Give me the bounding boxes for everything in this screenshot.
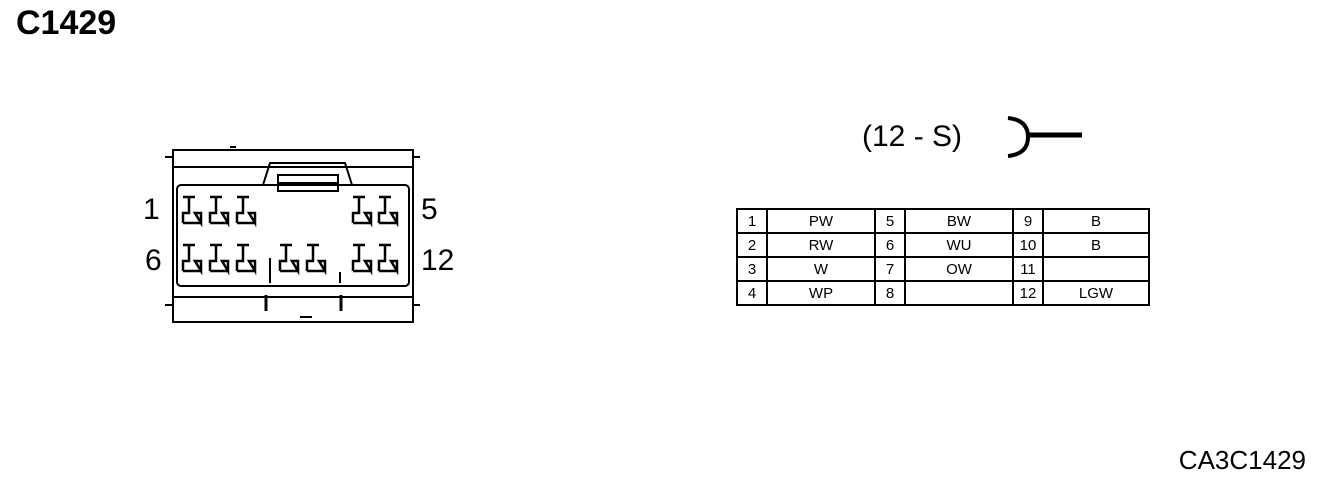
pin-number: 7 (874, 256, 906, 282)
pin-cavity-4 (351, 195, 373, 228)
pin-cavity-6 (181, 243, 203, 276)
wire-color: B (1042, 232, 1150, 258)
pin-label-1: 1 (143, 193, 160, 226)
wire-color: LGW (1042, 280, 1150, 306)
pin-cavity-7 (208, 243, 230, 276)
pin-cavity-10 (305, 243, 327, 276)
reference-code: CA3C1429 (1178, 445, 1306, 475)
pin-number: 10 (1012, 232, 1044, 258)
wire-color: PW (766, 208, 876, 234)
wire-color: B (1042, 208, 1150, 234)
wire-color: BW (904, 208, 1014, 234)
pin-cavity-2 (208, 195, 230, 228)
pin-label-5: 5 (421, 193, 438, 226)
pin-cavity-8 (235, 243, 257, 276)
wire-color: WP (766, 280, 876, 306)
connector-face-diagram (165, 146, 420, 323)
pin-cavity-12 (377, 243, 399, 276)
pin-cavity-1 (181, 195, 203, 228)
wire-color (1042, 256, 1150, 282)
pin-label-6: 6 (145, 244, 162, 277)
pin-number: 1 (736, 208, 768, 234)
pin-number: 6 (874, 232, 906, 258)
table-row: 2 RW 6 WU 10 B (736, 232, 1150, 258)
pin-label-12: 12 (421, 244, 455, 277)
pin-cavity-3 (235, 195, 257, 228)
pin-number: 2 (736, 232, 768, 258)
table-row: 3 W 7 OW 11 (736, 256, 1150, 282)
wire-color (904, 280, 1014, 306)
pin-number: 11 (1012, 256, 1044, 282)
pin-number: 9 (1012, 208, 1044, 234)
connector-title: C1429 (16, 4, 117, 42)
pin-number: 5 (874, 208, 906, 234)
table-row: 4 WP 8 12 LGW (736, 280, 1150, 306)
connector-type-label: (12 - S) (862, 120, 963, 153)
pin-cavity-9 (278, 243, 300, 276)
pin-wire-table: 1 PW 5 BW 9 B 2 RW 6 WU 10 B 3 W 7 OW 11… (736, 208, 1150, 306)
pin-cavity-5 (377, 195, 399, 228)
pin-number: 12 (1012, 280, 1044, 306)
socket-symbol-icon (1007, 116, 1082, 158)
wire-color: RW (766, 232, 876, 258)
pin-cavity-11 (351, 243, 373, 276)
pin-number: 3 (736, 256, 768, 282)
table-row: 1 PW 5 BW 9 B (736, 208, 1150, 234)
wire-color: OW (904, 256, 1014, 282)
pin-number: 8 (874, 280, 906, 306)
wire-color: W (766, 256, 876, 282)
wire-color: WU (904, 232, 1014, 258)
pin-number: 4 (736, 280, 768, 306)
